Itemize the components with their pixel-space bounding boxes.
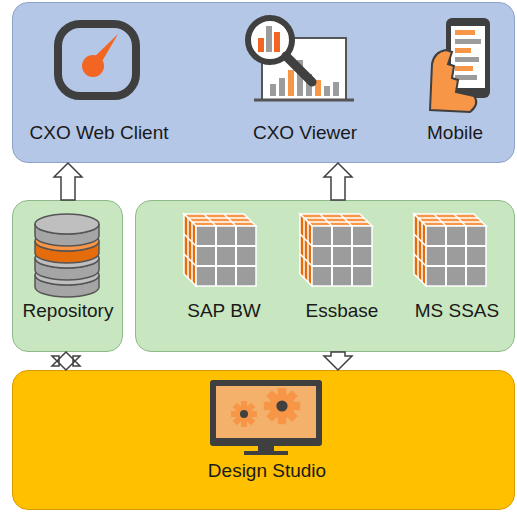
viewer-icon (248, 18, 354, 100)
database-icon (35, 214, 99, 297)
cube-icon (414, 214, 486, 286)
design-band: Design Studio (12, 370, 515, 510)
node-label: Essbase (257, 300, 427, 322)
gauge-icon (58, 24, 136, 96)
node-label: SAP BW (139, 300, 309, 322)
node-label: Design Studio (182, 460, 352, 482)
block-arrow (324, 163, 352, 200)
repository-panel: Repository (12, 200, 123, 352)
block-arrow (324, 352, 352, 370)
block-arrow (54, 163, 82, 200)
client-band: CXO Web Client CXO ViewerMobile (12, 2, 515, 163)
node-label: MS SSAS (372, 300, 517, 322)
node-label: Mobile (370, 122, 517, 144)
node-label: Repository (0, 300, 153, 322)
cube-icon (300, 214, 372, 286)
node-label: CXO Viewer (220, 122, 390, 144)
mobile-icon (430, 18, 490, 112)
monitor-icon (210, 380, 322, 455)
block-arrow (52, 352, 80, 370)
cube-panel: SAP BWEssbaseMS SSAS (135, 200, 515, 352)
node-label: CXO Web Client (14, 122, 184, 144)
cube-icon (184, 214, 256, 286)
